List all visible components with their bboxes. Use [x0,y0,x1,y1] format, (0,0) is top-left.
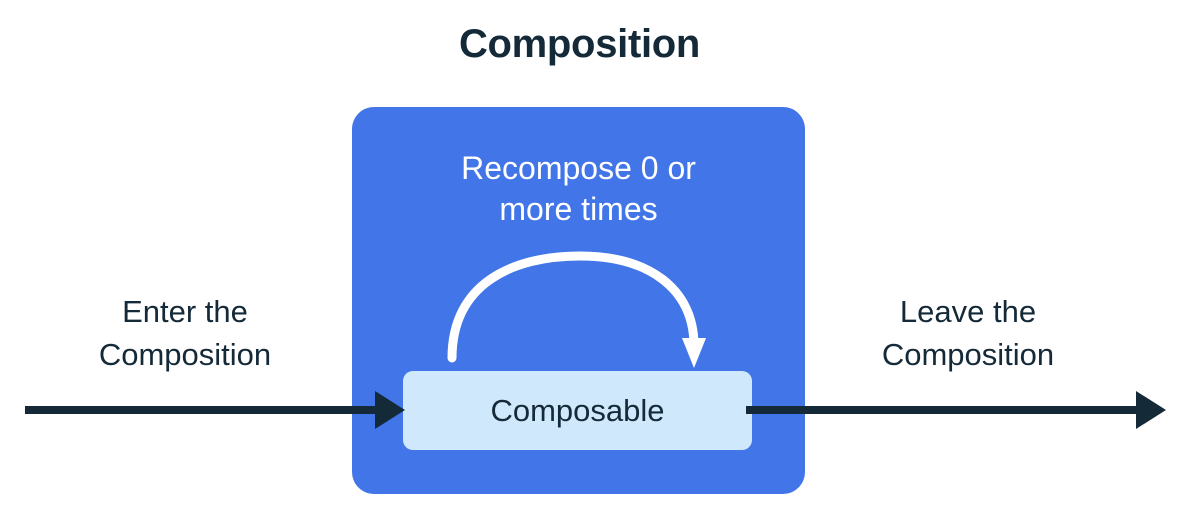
recompose-label: Recompose 0 or more times [352,148,805,230]
composable-label: Composable [490,392,665,428]
composable-node: Composable [403,371,752,450]
enter-composition-caption: Enter the Composition [35,290,335,376]
page-title: Composition [458,22,701,66]
leave-caption-line-2: Composition [881,337,1055,372]
leave-composition-arrow-icon [746,391,1166,429]
recompose-label-line-2: more times [499,191,658,227]
curved-loop-arrow-icon [447,251,706,368]
recompose-label-line-1: Recompose 0 or [461,150,696,186]
enter-caption-line-1: Enter the [122,294,248,329]
leave-caption-line-1: Leave the [899,294,1037,329]
enter-caption-line-2: Composition [98,337,272,372]
leave-composition-caption: Leave the Composition [818,290,1118,376]
enter-composition-arrow-icon [25,391,405,429]
